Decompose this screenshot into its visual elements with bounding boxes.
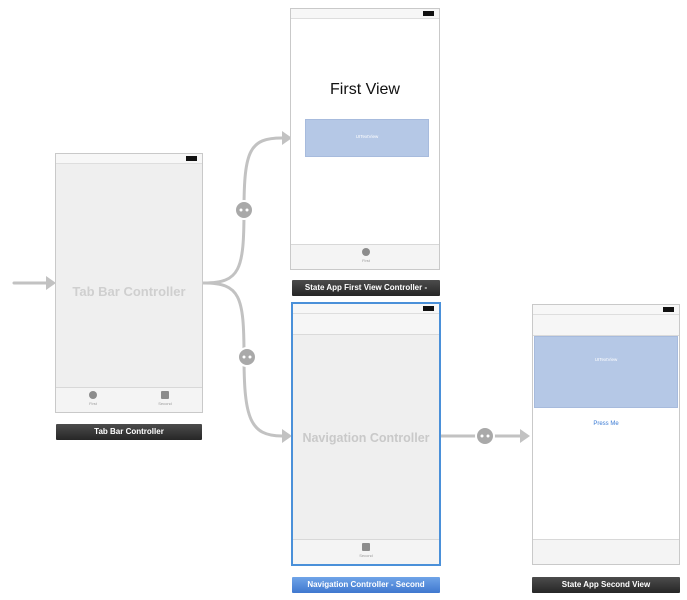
- scene-label-tab-bar-controller[interactable]: Tab Bar Controller: [56, 424, 202, 440]
- tab-bar-controller-title: Tab Bar Controller: [72, 284, 186, 299]
- square-tab-icon: [161, 391, 169, 399]
- textview-label: UITextView: [355, 134, 379, 139]
- tab-bar: First Second: [56, 387, 202, 412]
- tab-second[interactable]: Second: [145, 391, 185, 406]
- navigation-tab-bar: Second: [293, 539, 439, 564]
- navigation-controller-scene[interactable]: Navigation Controller Second: [291, 302, 441, 566]
- arrowhead-first-view: [282, 131, 292, 145]
- segue-badge-second[interactable]: [237, 347, 257, 367]
- first-view-title: First View: [330, 81, 400, 98]
- scene-label-navigation-controller[interactable]: Navigation Controller - Second: [292, 577, 440, 593]
- tab-bar-controller-scene[interactable]: Tab Bar Controller First Second: [55, 153, 203, 413]
- first-view-textview[interactable]: UITextView: [305, 119, 429, 157]
- tab-bar-controller-body: Tab Bar Controller: [56, 164, 202, 388]
- tab-first-label: First: [89, 401, 97, 406]
- scene-label-first-view-controller[interactable]: State App First View Controller -: [292, 280, 440, 296]
- status-bar: [293, 304, 439, 314]
- tab-first-label: First: [362, 258, 370, 263]
- battery-icon: [663, 307, 674, 312]
- entry-arrowhead: [46, 276, 56, 290]
- first-view-scene[interactable]: First View UITextView First: [290, 8, 440, 270]
- navigation-bar: [293, 314, 439, 335]
- tab-first[interactable]: First: [73, 391, 113, 406]
- press-me-button[interactable]: Press Me: [593, 421, 619, 427]
- tab-second[interactable]: Second: [346, 543, 386, 558]
- navigation-controller-body: Navigation Controller: [293, 335, 439, 540]
- status-bar: [533, 305, 679, 315]
- first-view-tab-bar: First: [291, 244, 439, 269]
- textview-label: UITextView: [594, 357, 618, 362]
- circle-tab-icon: [89, 391, 97, 399]
- tab-second-label: Second: [359, 553, 373, 558]
- status-bar: [291, 9, 439, 19]
- tab-second-label: Second: [158, 401, 172, 406]
- segue-badge-first[interactable]: [234, 200, 254, 220]
- navigation-controller-title: Navigation Controller: [302, 431, 430, 445]
- arrowhead-navigation: [282, 429, 292, 443]
- second-view-scene[interactable]: UITextView Press Me: [532, 304, 680, 565]
- second-view-navigation-bar: [533, 315, 679, 336]
- tab-first[interactable]: First: [346, 248, 386, 263]
- square-tab-icon: [362, 543, 370, 551]
- circle-tab-icon: [362, 248, 370, 256]
- second-view-tab-bar: [533, 539, 679, 564]
- arrowhead-second-view: [520, 429, 530, 443]
- segue-badge-push[interactable]: [475, 426, 495, 446]
- scene-label-second-view[interactable]: State App Second View: [532, 577, 680, 593]
- second-view-textview[interactable]: UITextView: [534, 336, 678, 408]
- status-bar: [56, 154, 202, 164]
- battery-icon: [186, 156, 197, 161]
- battery-icon: [423, 11, 434, 16]
- battery-icon: [423, 306, 434, 311]
